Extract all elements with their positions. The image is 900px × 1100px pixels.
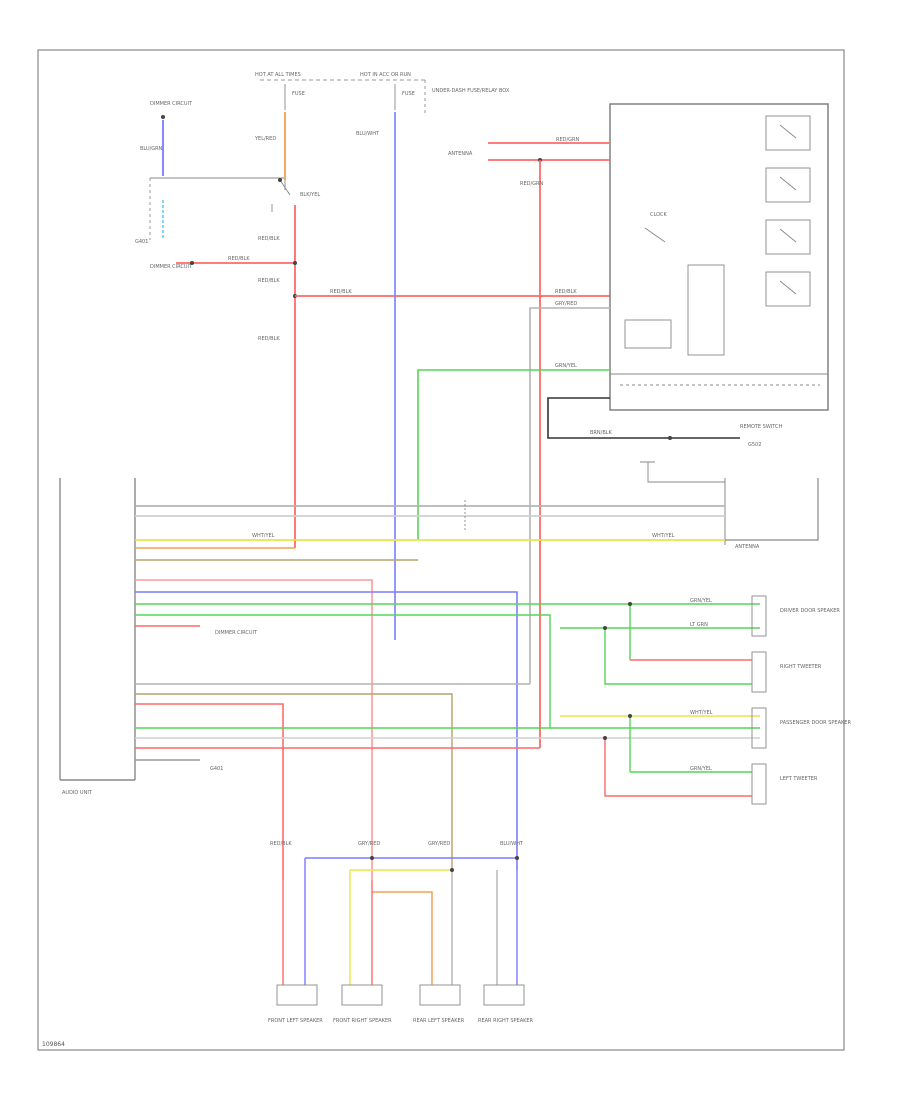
- antenna-symbol: [640, 461, 725, 483]
- svg-text:YEL/RED: YEL/RED: [254, 136, 276, 142]
- svg-text:RED/BLK: RED/BLK: [555, 289, 577, 295]
- wire-black-ground: [547, 397, 740, 439]
- svg-text:CLOCK: CLOCK: [650, 212, 668, 218]
- svg-text:GRN/YEL: GRN/YEL: [555, 363, 577, 369]
- svg-text:RED/BLK: RED/BLK: [258, 278, 280, 284]
- svg-text:FRONT LEFT SPEAKER: FRONT LEFT SPEAKER: [268, 1018, 323, 1024]
- svg-text:RED/BLK: RED/BLK: [330, 289, 352, 295]
- svg-text:GRY/RED: GRY/RED: [555, 301, 577, 307]
- svg-text:WHT/YEL: WHT/YEL: [652, 533, 675, 539]
- wire-green-2: [135, 614, 551, 728]
- right-connector: [725, 478, 819, 541]
- svg-text:G401: G401: [135, 239, 148, 245]
- dimmer-switch-group: DIMMER CIRCUIT BLU/GRN G401 DIMMER CIRCU…: [135, 101, 295, 270]
- svg-text:LT GRN: LT GRN: [690, 622, 708, 628]
- svg-text:GRY/RED: GRY/RED: [358, 841, 380, 847]
- svg-text:PASSENGER DOOR SPEAKER: PASSENGER DOOR SPEAKER: [780, 720, 851, 726]
- svg-text:GRN/YEL: GRN/YEL: [690, 598, 712, 604]
- diagram-frame: [37, 49, 845, 1051]
- svg-text:UNDER-DASH FUSE/RELAY BOX: UNDER-DASH FUSE/RELAY BOX: [432, 88, 510, 94]
- svg-text:BLU/WHT: BLU/WHT: [356, 131, 380, 137]
- svg-text:DIMMER CIRCUIT: DIMMER CIRCUIT: [150, 264, 193, 270]
- remote-switch-box: [609, 103, 829, 411]
- audio-unit: AUDIO UNIT: [59, 478, 136, 796]
- svg-text:FUSE: FUSE: [402, 91, 415, 97]
- bottom-speakers: FRONT LEFT SPEAKER FRONT RIGHT SPEAKER R…: [268, 984, 534, 1024]
- fuse-box: HOT AT ALL TIMES HOT IN ACC OR RUN FUSE …: [255, 72, 510, 114]
- svg-text:REAR RIGHT SPEAKER: REAR RIGHT SPEAKER: [478, 1018, 534, 1024]
- svg-text:FUSE: FUSE: [292, 91, 305, 97]
- svg-text:GRN/YEL: GRN/YEL: [690, 766, 712, 772]
- svg-text:HOT AT ALL TIMES: HOT AT ALL TIMES: [255, 72, 301, 78]
- right-speaker-group: DRIVER DOOR SPEAKER RIGHT TWEETER PASSEN…: [560, 595, 851, 805]
- svg-text:G401: G401: [210, 766, 223, 772]
- svg-text:ANTENNA: ANTENNA: [448, 151, 473, 157]
- svg-text:RIGHT TWEETER: RIGHT TWEETER: [780, 664, 822, 670]
- wire-olive-2: [135, 693, 453, 870]
- svg-text:DRIVER DOOR SPEAKER: DRIVER DOOR SPEAKER: [780, 608, 840, 614]
- svg-text:DIMMER CIRCUIT: DIMMER CIRCUIT: [215, 630, 258, 636]
- svg-text:ANTENNA: ANTENNA: [735, 544, 760, 550]
- svg-text:REAR LEFT SPEAKER: REAR LEFT SPEAKER: [413, 1018, 465, 1024]
- svg-text:BRN/BLK: BRN/BLK: [590, 430, 613, 436]
- svg-text:AUDIO UNIT: AUDIO UNIT: [62, 790, 93, 796]
- wire-green-illum: [417, 369, 610, 540]
- wire-red-rl: [135, 703, 284, 880]
- svg-text:REMOTE SWITCH: REMOTE SWITCH: [740, 424, 783, 430]
- svg-text:WHT/YEL: WHT/YEL: [690, 710, 713, 716]
- svg-text:RED/BLK: RED/BLK: [228, 256, 250, 262]
- svg-text:RED/GRN: RED/GRN: [556, 137, 580, 143]
- svg-text:RED/GRN: RED/GRN: [520, 181, 544, 187]
- svg-text:RED/BLK: RED/BLK: [258, 336, 280, 342]
- wire-blue-fr: [135, 591, 518, 870]
- wire-gray-switch: [529, 307, 610, 684]
- svg-text:FRONT RIGHT SPEAKER: FRONT RIGHT SPEAKER: [333, 1018, 392, 1024]
- svg-text:LEFT TWEETER: LEFT TWEETER: [780, 776, 818, 782]
- svg-text:BLK/YEL: BLK/YEL: [300, 192, 320, 198]
- svg-text:DIMMER CIRCUIT: DIMMER CIRCUIT: [150, 101, 193, 107]
- relay-switch: BLK/YEL: [271, 178, 320, 212]
- remote-switch-contacts: [610, 115, 828, 386]
- svg-text:WHT/YEL: WHT/YEL: [252, 533, 275, 539]
- wire-pink-fl: [135, 579, 373, 880]
- svg-text:GRY/RED: GRY/RED: [428, 841, 450, 847]
- bottom-speaker-bus: RED/BLK GRY/RED GRY/RED BLU/WHT: [270, 841, 524, 985]
- svg-text:HOT IN ACC OR RUN: HOT IN ACC OR RUN: [360, 72, 411, 78]
- svg-text:RED/BLK: RED/BLK: [258, 236, 280, 242]
- footer-code: 109864: [42, 1041, 65, 1048]
- svg-text:BLU/GRN: BLU/GRN: [140, 146, 163, 152]
- svg-text:G502: G502: [748, 442, 761, 448]
- svg-text:BLU/WHT: BLU/WHT: [500, 841, 524, 847]
- svg-text:RED/BLK: RED/BLK: [270, 841, 292, 847]
